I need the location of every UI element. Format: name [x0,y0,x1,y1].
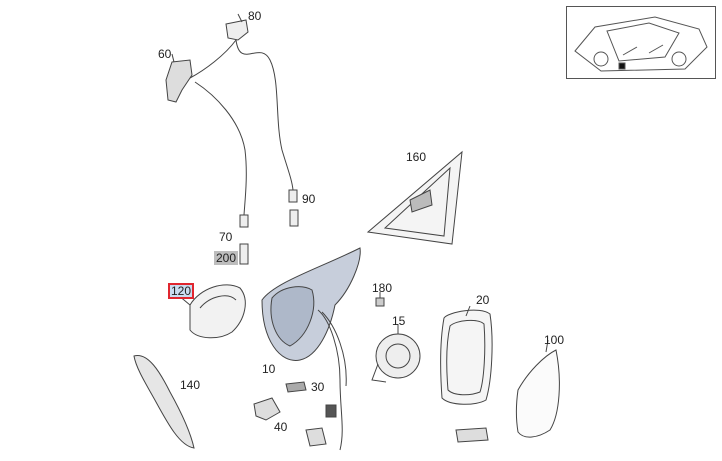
part-120 [189,284,246,339]
callout-200[interactable]: 200 [214,251,239,265]
callout-100[interactable]: 100 [544,333,565,347]
vehicle-inset [566,6,716,79]
connector-90b [289,209,299,227]
part-15 [375,333,421,379]
part-30 [285,381,307,393]
callout-80[interactable]: 80 [248,9,262,23]
bracket-60 [165,59,193,103]
cable-harness [235,39,294,191]
cable-branch-2 [194,81,247,216]
callout-20[interactable]: 20 [476,293,490,307]
callout-90[interactable]: 90 [302,192,316,206]
part-140 [133,355,195,449]
callout-180[interactable]: 180 [372,281,393,295]
connector-70 [239,214,249,228]
callout-120[interactable]: 120 [168,283,195,299]
car-outline [574,16,708,72]
callout-30[interactable]: 30 [311,380,325,394]
callout-140[interactable]: 140 [180,378,201,392]
callout-10[interactable]: 10 [262,362,276,376]
callout-70[interactable]: 70 [219,230,233,244]
connector-80 [225,19,249,41]
part-20 [440,309,493,405]
part-100 [516,349,560,438]
connector-200 [239,243,249,265]
callout-40[interactable]: 40 [274,420,288,434]
callout-15[interactable]: 15 [392,314,406,328]
part-180 [375,297,385,307]
callout-160[interactable]: 160 [406,150,427,164]
callout-60[interactable]: 60 [158,47,172,61]
part-40 [253,397,281,421]
connector-90 [288,189,298,203]
connector-10 [325,404,337,418]
